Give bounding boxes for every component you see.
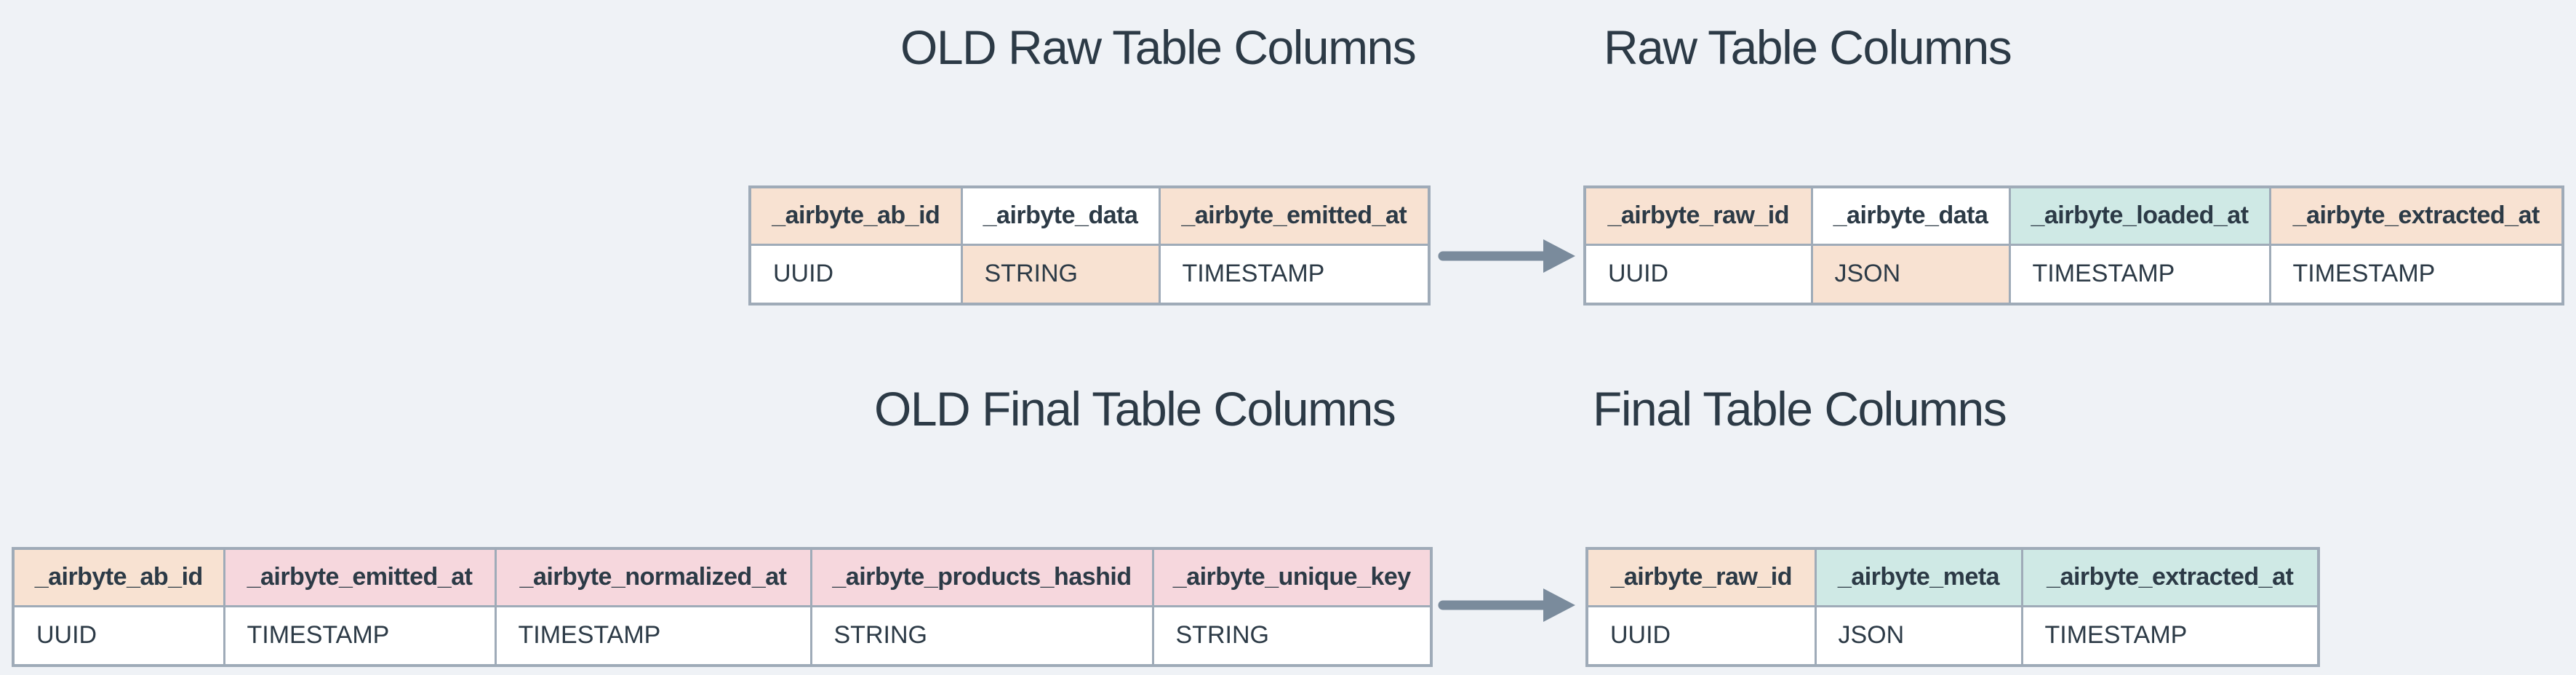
old-final-table: _airbyte_ab_id_airbyte_emitted_at_airbyt… — [12, 547, 1433, 667]
raw-table: _airbyte_raw_id_airbyte_data_airbyte_loa… — [1583, 185, 2564, 305]
column-name-cell: _airbyte_normalized_at — [494, 547, 812, 607]
column-type-cell: TIMESTAMP — [1158, 243, 1431, 305]
old-final-table-title: OLD Final Table Columns — [874, 382, 1396, 436]
schema-table: _airbyte_ab_id_airbyte_data_airbyte_emit… — [748, 185, 1431, 305]
column-name-cell: _airbyte_unique_key — [1151, 547, 1433, 607]
final-table: _airbyte_raw_id_airbyte_meta_airbyte_ext… — [1585, 547, 2320, 667]
column-name-cell: _airbyte_data — [960, 185, 1161, 246]
schema-table: _airbyte_ab_id_airbyte_emitted_at_airbyt… — [12, 547, 1433, 667]
column-name-cell: _airbyte_extracted_at — [2020, 547, 2320, 607]
raw-migration-arrow-icon — [1438, 239, 1575, 273]
column-type-cell: TIMESTAMP — [2008, 243, 2271, 305]
column-type-cell: UUID — [748, 243, 963, 305]
column-name-cell: _airbyte_emitted_at — [1158, 185, 1431, 246]
column-type-cell: UUID — [1585, 604, 1817, 667]
column-name-cell: _airbyte_raw_id — [1583, 185, 1813, 246]
column-type-cell: TIMESTAMP — [494, 604, 812, 667]
column-type-cell: JSON — [1814, 604, 2023, 667]
column-name-cell: _airbyte_ab_id — [12, 547, 225, 607]
old-raw-table: _airbyte_ab_id_airbyte_data_airbyte_emit… — [748, 185, 1431, 305]
column-type-cell: STRING — [809, 604, 1154, 667]
column-type-cell: UUID — [12, 604, 225, 667]
old-raw-table-title: OLD Raw Table Columns — [900, 20, 1417, 74]
column-name-cell: _airbyte_emitted_at — [223, 547, 497, 607]
raw-table-title: Raw Table Columns — [1604, 20, 2012, 74]
column-name-cell: _airbyte_meta — [1814, 547, 2023, 607]
column-type-cell: TIMESTAMP — [223, 604, 497, 667]
column-name-cell: _airbyte_extracted_at — [2268, 185, 2564, 246]
column-type-cell: TIMESTAMP — [2268, 243, 2564, 305]
column-name-cell: _airbyte_loaded_at — [2008, 185, 2271, 246]
column-name-cell: _airbyte_raw_id — [1585, 547, 1817, 607]
column-type-cell: UUID — [1583, 243, 1813, 305]
column-type-cell: TIMESTAMP — [2020, 604, 2320, 667]
final-migration-arrow-icon — [1438, 588, 1575, 622]
column-name-cell: _airbyte_ab_id — [748, 185, 963, 246]
schema-table: _airbyte_raw_id_airbyte_data_airbyte_loa… — [1583, 185, 2564, 305]
schema-table: _airbyte_raw_id_airbyte_meta_airbyte_ext… — [1585, 547, 2320, 667]
final-table-title: Final Table Columns — [1593, 382, 2007, 436]
column-name-cell: _airbyte_products_hashid — [809, 547, 1154, 607]
column-name-cell: _airbyte_data — [1810, 185, 2011, 246]
column-type-cell: STRING — [1151, 604, 1433, 667]
column-type-cell: JSON — [1810, 243, 2011, 305]
column-type-cell: STRING — [960, 243, 1161, 305]
